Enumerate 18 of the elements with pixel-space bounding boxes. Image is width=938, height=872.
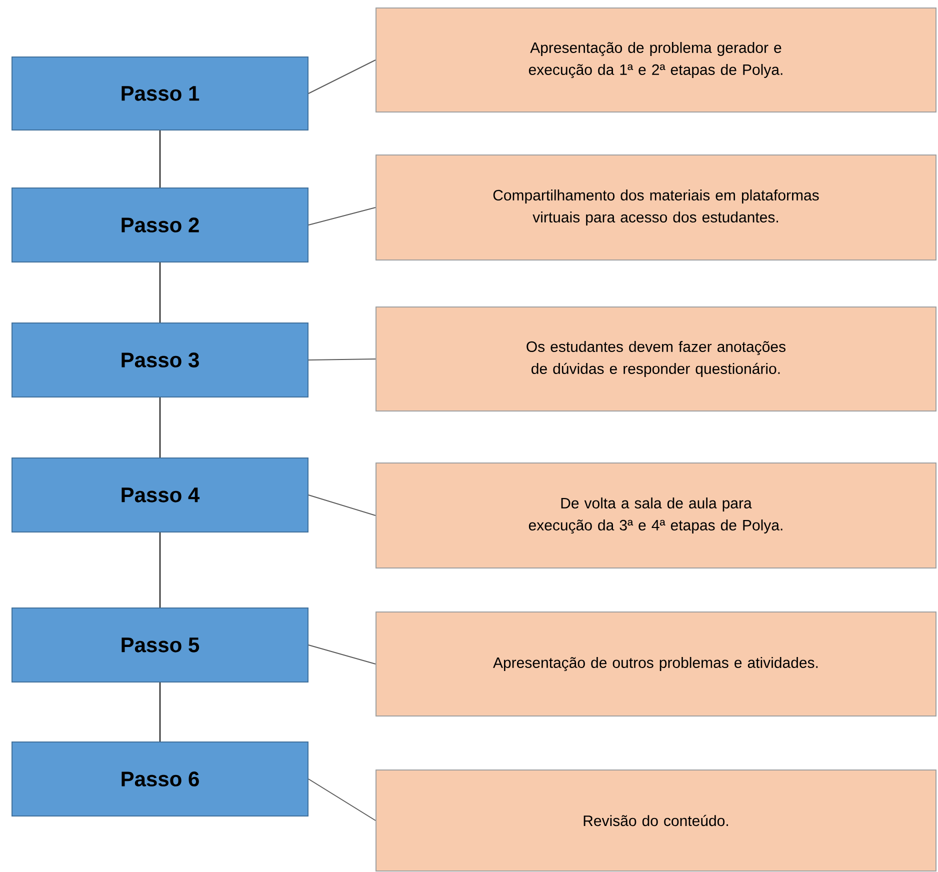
description-box: Os estudantes devem fazer anotações de dúvidas e responder questionário. [376,306,936,412]
description-box: Compartilhamento dos materiais em plataformas virtuais para acesso dos estudantes. [376,154,936,260]
connector-line [308,778,376,821]
step-box: Passo 4 [12,458,308,532]
step-box: Passo 6 [12,742,308,816]
connector-line [308,358,376,360]
step-box: Passo 5 [12,608,308,682]
connector-line [308,207,376,226]
description-box: Apresentação de problema gerador e execução da 1ª e 2ª etapas de Polya. [376,8,936,112]
step-box: Passo 1 [12,56,308,130]
step-box: Passo 3 [12,322,308,398]
connector-line [308,494,376,516]
step-box: Passo 2 [12,188,308,262]
connector-line [308,60,376,94]
description-box: Revisão do conteúdo. [376,770,936,872]
connector-line [308,644,376,664]
description-box: Apresentação de outros problemas e atividades. [376,612,936,716]
description-box: De volta a sala de aula para execução da 3ª e 4ª etapas de Polya. [376,462,936,568]
